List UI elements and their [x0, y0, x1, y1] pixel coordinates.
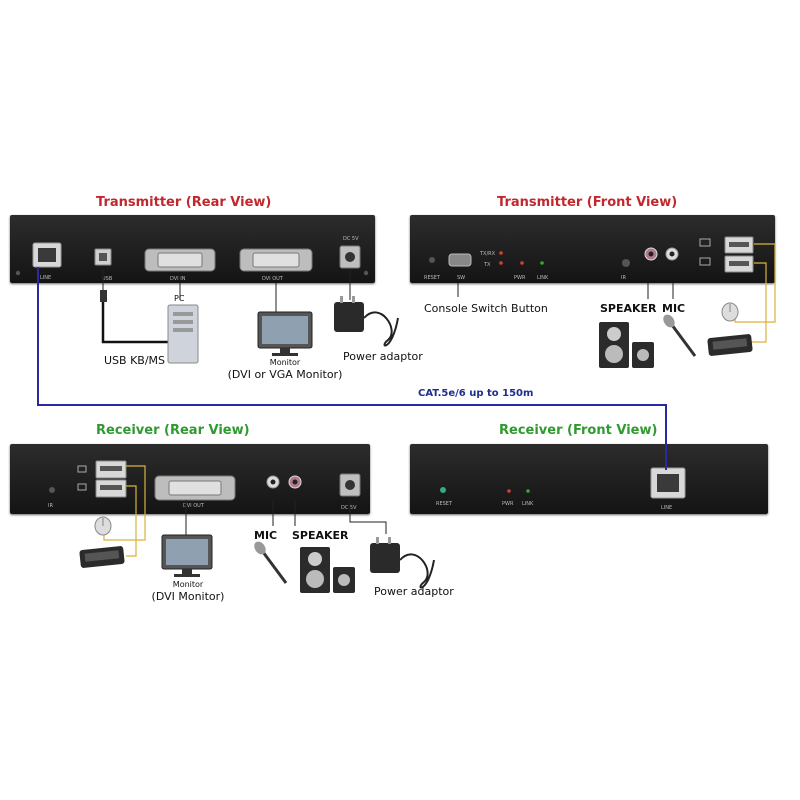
mouse-icon: [94, 516, 112, 536]
monitor-icon: [161, 534, 213, 577]
monitor-icon: [257, 311, 313, 356]
keyboard-icon: [79, 546, 125, 568]
pc-caption: PC: [174, 294, 185, 303]
power-adaptor-caption: Power adaptor: [343, 350, 423, 363]
power-adaptor-icon: [334, 296, 399, 347]
rx-rear-dc-label: DC 5V: [341, 505, 357, 511]
title-transmitter-front: Transmitter (Front View): [497, 195, 678, 210]
tx-rear-line-label: LINE: [40, 275, 52, 281]
speaker-icon: [599, 322, 654, 368]
rx-front-pwr-label: PWR: [502, 501, 514, 507]
usb-kbms-cable: [101, 292, 175, 344]
tx-rear-ports: [15, 242, 369, 276]
usb-kbms-caption: USB KB/MS: [104, 354, 166, 367]
monitor-type-caption: (DVI or VGA Monitor): [227, 368, 343, 381]
title-transmitter-rear: Transmitter (Rear View): [96, 195, 272, 210]
tx-front-ir-label: IR: [621, 275, 626, 281]
tx-front-sw-label: SW: [457, 275, 466, 281]
microphone-icon: [663, 314, 697, 357]
tx-front-ports: [429, 236, 754, 273]
mouse-icon: [721, 302, 739, 322]
title-receiver-rear: Receiver (Rear View): [96, 423, 250, 438]
tx-front-tx-label: TX: [484, 262, 491, 268]
tx-front-pwr-label: PWR: [514, 275, 526, 281]
rx-front-link-label: LINK: [522, 501, 534, 507]
rx-rear-ports: [49, 460, 361, 501]
rx-rear-ir-label: IR: [48, 503, 53, 509]
rx-rear-dvi-out-label: DVI OUT: [183, 503, 204, 509]
tx-front-txrx-label: TX/RX: [480, 251, 496, 257]
cat-cable-line: [37, 267, 667, 470]
tx-front-reset-label: RESET: [424, 275, 441, 281]
tx-front-link-label: LINK: [537, 275, 549, 281]
rx-monitor-caption: Monitor: [172, 580, 204, 589]
title-receiver-front: Receiver (Front View): [499, 423, 658, 438]
keyboard-icon: [707, 334, 753, 356]
speaker-caption: SPEAKER: [600, 302, 657, 315]
mic-caption: MIC: [662, 302, 686, 315]
rx-front-line-label: LINE: [661, 505, 673, 511]
tx-rear-dc-label: DC 5V: [343, 236, 359, 242]
console-switch-caption: Console Switch Button: [424, 302, 548, 315]
usb-plug-icon: [100, 290, 107, 302]
cable-caption: CAT.5e/6 up to 150m: [418, 388, 534, 399]
rx-front-ports: [440, 467, 686, 499]
rx-mic-caption: MIC: [254, 529, 278, 542]
console-switch-icon: [448, 253, 472, 267]
tx-rear-dvi-in-label: DVI IN: [170, 276, 186, 282]
power-adaptor-icon: [370, 537, 435, 589]
receiver-front-panel: [410, 444, 768, 514]
tx-rear-usb-label: USB: [102, 276, 113, 282]
rx-front-reset-label: RESET: [436, 501, 453, 507]
pc-tower-icon: [167, 304, 199, 364]
rx-power-adaptor-caption: Power adaptor: [374, 585, 454, 598]
monitor-caption: Monitor: [269, 358, 301, 367]
transmitter-front-panel: [410, 215, 775, 283]
microphone-icon: [254, 541, 288, 584]
rx-monitor-type-caption: (DVI Monitor): [151, 590, 225, 603]
speaker-icon: [300, 547, 355, 593]
tx-rear-dvi-out-label: DVI OUT: [262, 276, 283, 282]
usb-link-line: [734, 243, 776, 323]
rx-speaker-caption: SPEAKER: [292, 529, 349, 542]
